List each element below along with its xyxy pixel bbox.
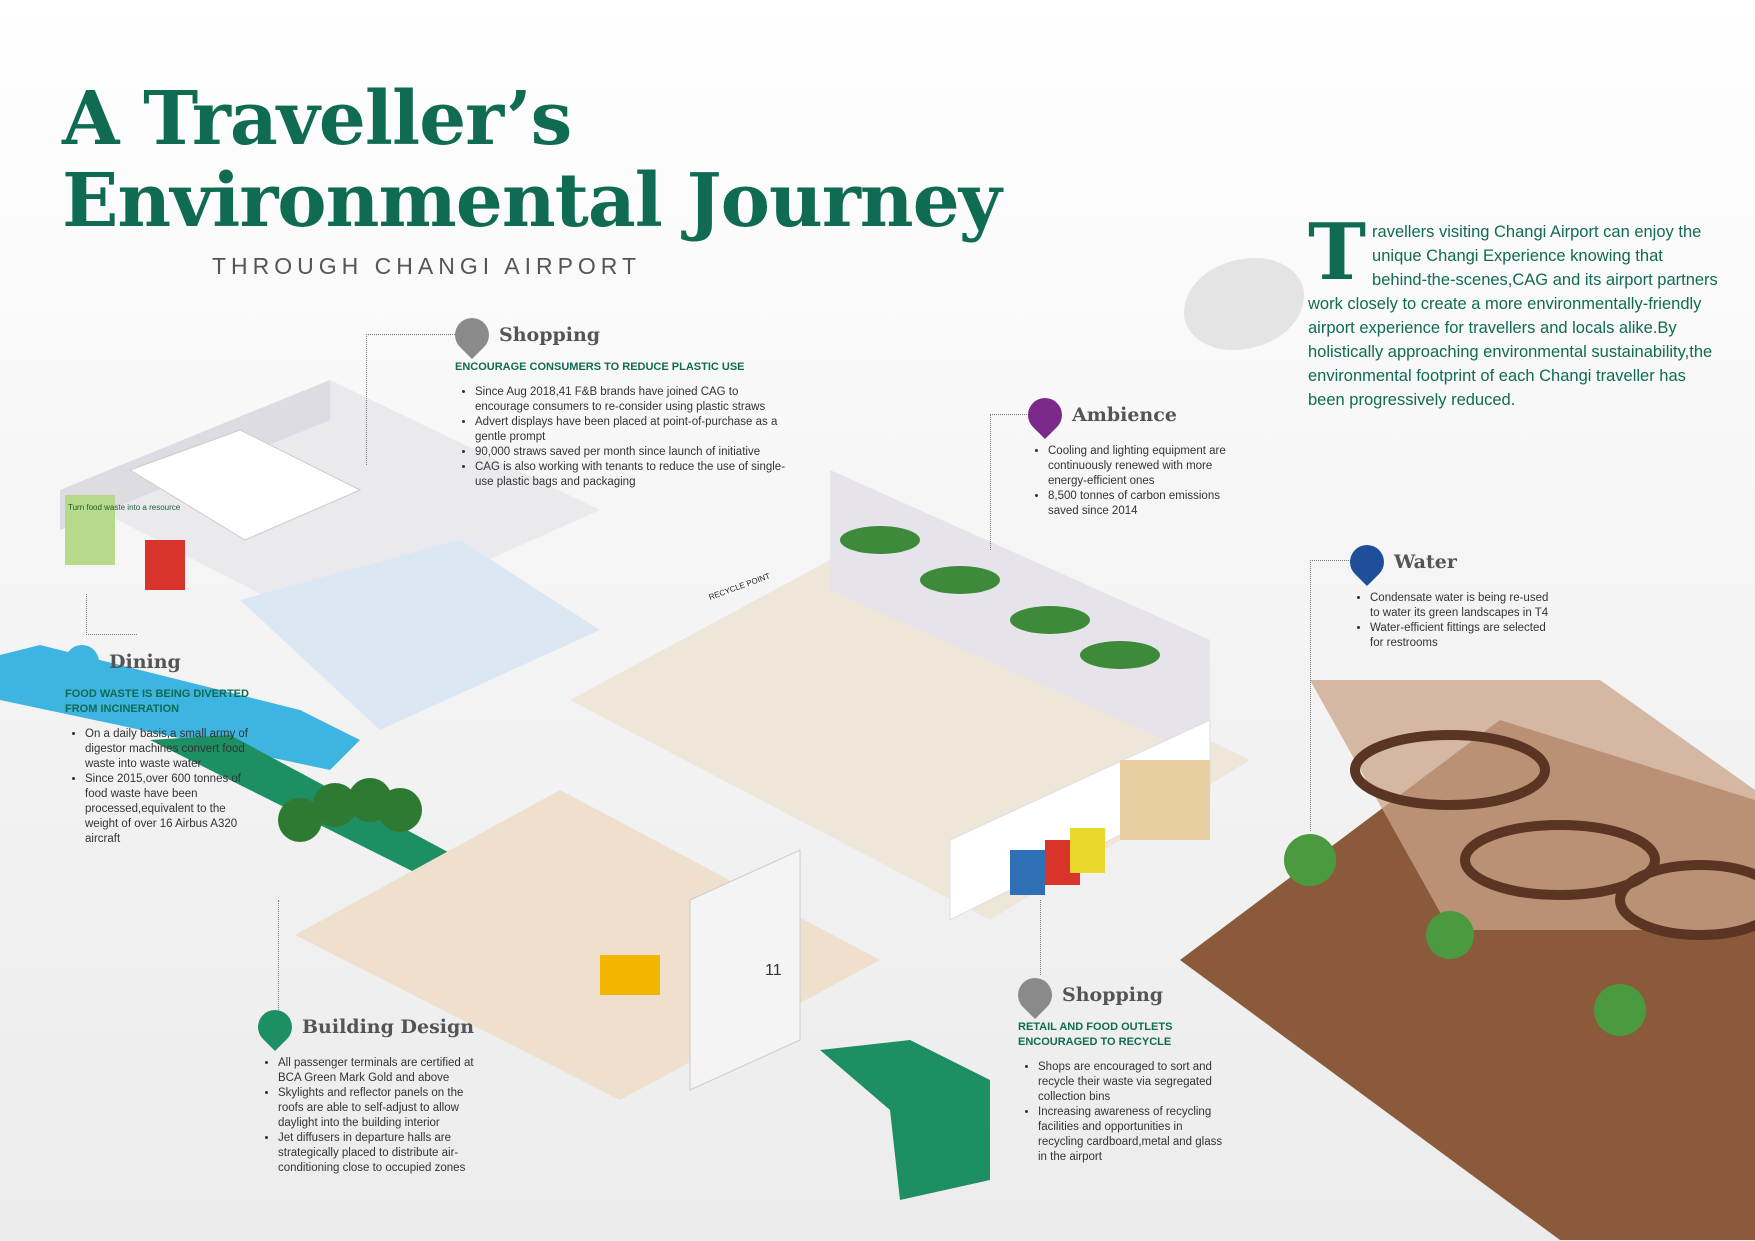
list-item: Advert displays have been placed at poin… [475, 415, 790, 445]
list-item: Water-efficient fittings are selected fo… [1370, 621, 1560, 651]
list-item: 90,000 straws saved per month since laun… [475, 445, 790, 460]
shopping-bag-icon [447, 310, 497, 360]
boarding-gate-area [1180, 680, 1755, 1240]
connector-line [1310, 560, 1355, 831]
section-shopping-top: Shopping ENCOURAGE CONSUMERS TO REDUCE P… [447, 310, 790, 490]
section-title: Shopping [499, 324, 601, 346]
section-shopping-bottom: Shopping RETAIL AND FOOD OUTLETS ENCOURA… [1010, 970, 1223, 1165]
section-bullets: Since Aug 2018,41 F&B brands have joined… [455, 385, 790, 490]
connector-line [366, 334, 457, 465]
shopping-bag-icon [1010, 970, 1060, 1020]
section-bullets: All passenger terminals are certified at… [258, 1056, 478, 1176]
section-title: Dining [109, 651, 181, 673]
list-item: Cooling and lighting equipment are conti… [1048, 444, 1228, 489]
section-bullets: Shops are encouraged to sort and recycle… [1018, 1060, 1223, 1165]
gate-number: 11 [765, 962, 782, 979]
departure-hall-area: 11 [278, 778, 880, 1100]
section-subtitle: ENCOURAGE CONSUMERS TO REDUCE PLASTIC US… [455, 361, 745, 373]
list-item: Shops are encouraged to sort and recycle… [1038, 1060, 1223, 1105]
connector-line [990, 414, 1031, 550]
section-ambience: Ambience Cooling and lighting equipment … [1020, 390, 1228, 519]
list-item: Since Aug 2018,41 F&B brands have joined… [475, 385, 790, 415]
list-item: Skylights and reflector panels on the ro… [278, 1086, 478, 1131]
section-dining: Dining FOOD WASTE IS BEING DIVERTED FROM… [57, 637, 255, 847]
list-item: On a daily basis,a small army of digesto… [85, 727, 255, 772]
retail-store-area: RECYCLE POINT [570, 470, 1250, 921]
page-title: A Traveller’s Environmental Journey [62, 76, 1002, 244]
connector-line [278, 900, 280, 1010]
dining-icon [57, 637, 107, 687]
leaf-icon [1020, 390, 1070, 440]
section-title: Water [1394, 551, 1457, 573]
section-building-design: Building Design All passenger terminals … [250, 1002, 478, 1176]
green-journey-path-lower [820, 1040, 990, 1200]
connector-line [86, 594, 137, 635]
section-subtitle: RETAIL AND FOOD OUTLETS ENCOURAGED TO RE… [1018, 1021, 1173, 1048]
food-waste-sign: Turn food waste into a resource [68, 503, 181, 512]
list-item: All passenger terminals are certified at… [278, 1056, 478, 1086]
page-title-line2: Environmental Journey [62, 158, 1002, 244]
page-title-line1: A Traveller’s [62, 76, 572, 162]
list-item: 8,500 tonnes of carbon emissions saved s… [1048, 489, 1228, 519]
section-bullets: Condensate water is being re-used to wat… [1350, 591, 1560, 651]
intro-text: ravellers visiting Changi Airport can en… [1308, 223, 1718, 409]
section-subtitle: FOOD WASTE IS BEING DIVERTED FROM INCINE… [65, 688, 249, 715]
list-item: CAG is also working with tenants to redu… [475, 460, 790, 490]
list-item: Increasing awareness of recycling facili… [1038, 1105, 1223, 1165]
list-item: Condensate water is being re-used to wat… [1370, 591, 1560, 621]
connector-line [1040, 900, 1042, 975]
building-icon [250, 1002, 300, 1052]
section-bullets: On a daily basis,a small army of digesto… [65, 727, 255, 847]
intro-dropcap: T [1308, 207, 1367, 298]
section-title: Building Design [302, 1016, 475, 1038]
section-water: Water Condensate water is being re-used … [1342, 537, 1560, 651]
list-item: Since 2015,over 600 tonnes of food waste… [85, 772, 255, 847]
section-title: Ambience [1072, 404, 1177, 426]
list-item: Jet diffusers in departure halls are str… [278, 1131, 478, 1176]
dining-area: Turn food waste into a resource [60, 380, 600, 730]
page-subtitle: THROUGH CHANGI AIRPORT [212, 253, 642, 279]
section-title: Shopping [1062, 984, 1164, 1006]
water-drop-icon [1342, 537, 1392, 587]
section-bullets: Cooling and lighting equipment are conti… [1028, 444, 1228, 519]
